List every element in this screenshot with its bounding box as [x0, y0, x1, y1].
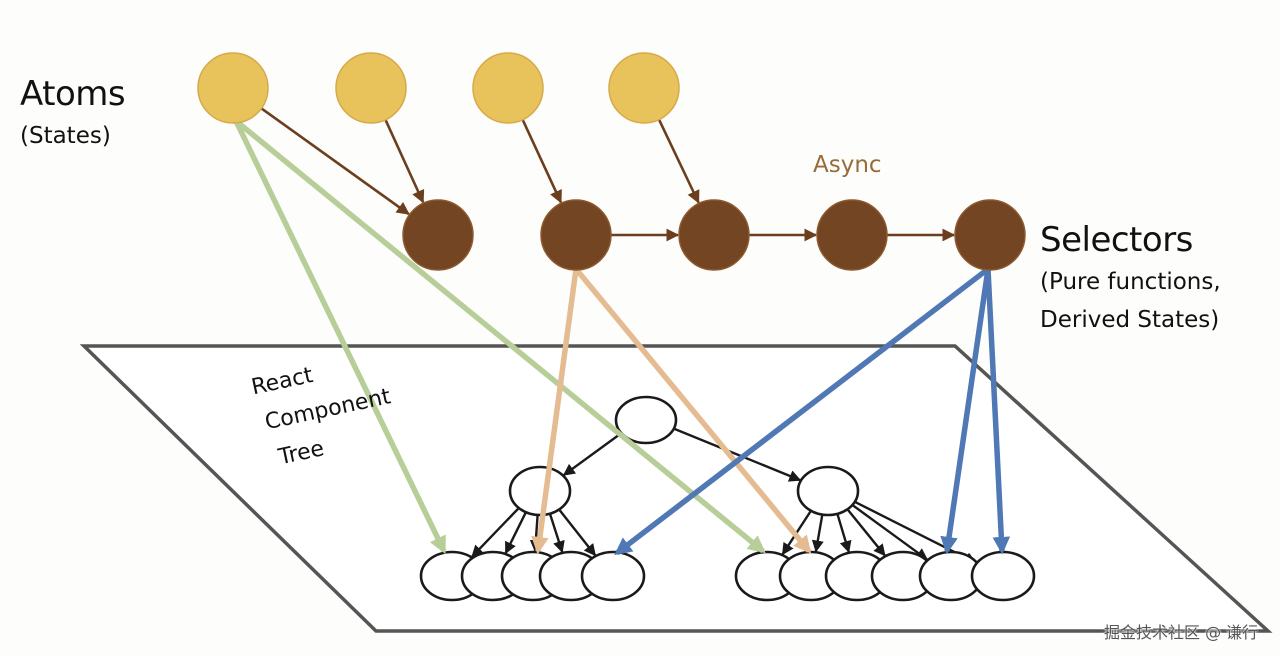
tree-nodes	[419, 395, 1036, 602]
selector-node-selector-2	[540, 199, 612, 271]
tree-edge-mid-left-leaf-l2	[504, 511, 527, 555]
atom-selector-edges	[260, 107, 956, 242]
component-node-mid-left	[508, 465, 572, 517]
tree-edge-root-mid-right	[673, 427, 802, 482]
subscription-edge-selector-5-leaf-r6	[985, 268, 1011, 555]
selector-node-selector-4	[816, 199, 888, 271]
tree-edge-mid-left-leaf-l5	[558, 508, 597, 557]
atom-node-atom-3	[472, 52, 544, 124]
atoms-title: Atoms	[20, 74, 126, 114]
dependency-edge-atom-2-selector-1	[384, 119, 425, 204]
dependency-edge-atom-1-selector-1	[260, 107, 410, 216]
selectors-subtitle-line1: (Pure functions,	[1040, 269, 1221, 295]
atom-node-atom-4	[608, 52, 680, 124]
subscription-edge-atom-1-leaf-l1	[233, 119, 447, 555]
tree-edge-root-mid-left	[562, 432, 623, 477]
watermark: 掘金技术社区 @ 谦行	[1104, 623, 1259, 642]
subscription-edge-selector-2-leaf-l3	[531, 268, 579, 555]
atom-node-atom-1	[197, 52, 269, 124]
subscription-edge-selector-5-leaf-r5	[940, 268, 991, 555]
tree-edge-mid-right-leaf-r5	[851, 504, 929, 561]
component-node-root	[614, 395, 678, 445]
selector-node-selector-1	[402, 199, 474, 271]
subscription-edge-atom-1-leaf-r1	[234, 118, 766, 554]
selectors-title: Selectors	[1040, 220, 1193, 260]
selector-node-selector-5	[954, 199, 1026, 271]
atom-node-atom-2	[335, 52, 407, 124]
tree-edge-mid-right-leaf-r3	[836, 513, 852, 553]
subscription-edges	[233, 118, 1011, 556]
selector-node-selector-3	[678, 199, 750, 271]
atoms-subtitle: (States)	[20, 123, 111, 149]
async-label: Async	[813, 152, 882, 178]
dependency-edge-atom-3-selector-2	[521, 119, 563, 204]
component-node-leaf-l5	[580, 550, 646, 602]
component-node-leaf-r6	[970, 550, 1036, 602]
tree-edge-mid-left-leaf-l4	[548, 513, 565, 554]
tree-edge-mid-right-leaf-r4	[846, 508, 886, 557]
selectors-subtitle-line2: Derived States)	[1040, 307, 1220, 333]
dependency-edge-atom-4-selector-3	[657, 119, 700, 204]
tree-edge-mid-left-leaf-l1	[471, 507, 520, 558]
atom-selector-nodes	[197, 52, 1026, 271]
component-node-mid-right	[796, 465, 860, 517]
subscription-edge-selector-2-leaf-r2	[573, 267, 812, 554]
tree-edge-mid-right-leaf-r2	[811, 514, 824, 553]
subscription-edge-selector-5-leaf-l5	[614, 266, 990, 556]
